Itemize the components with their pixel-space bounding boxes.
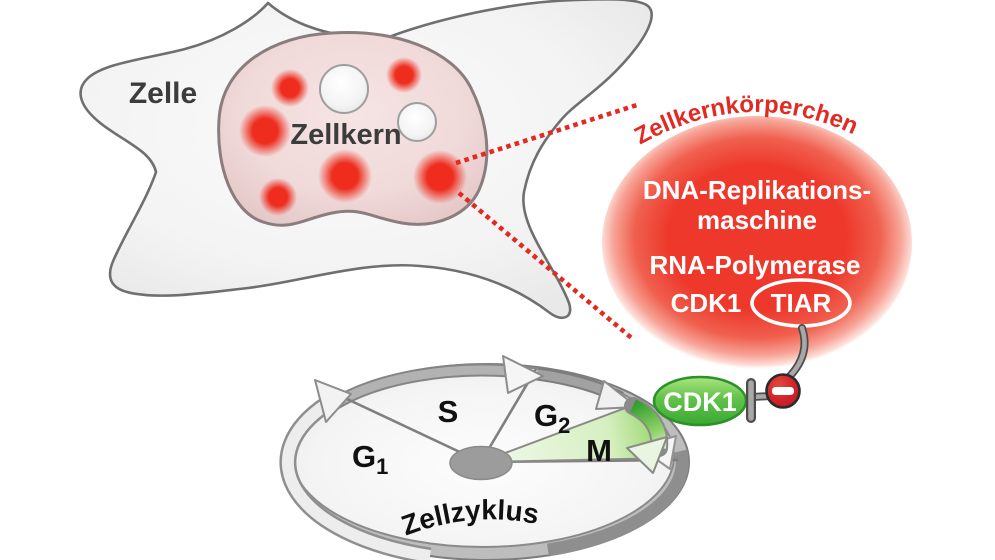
cycle-hub xyxy=(449,445,513,481)
s-rim-band xyxy=(330,365,523,409)
g1-arrowhead xyxy=(314,379,352,423)
cell-group: Zelle Zellkern xyxy=(79,0,653,320)
phase-g2-main: G xyxy=(534,398,558,433)
nucleus-label: Zellkern xyxy=(290,119,401,151)
phase-g2-label: G2 xyxy=(534,398,570,438)
nuclear-body-dot xyxy=(271,69,309,107)
nuclear-body-dot xyxy=(413,150,467,204)
signaling-group: CDK1 xyxy=(652,324,809,427)
nuclear-body-dot xyxy=(318,149,372,203)
cell-label: Zelle xyxy=(129,77,197,110)
nuclear-body-blob xyxy=(602,116,912,370)
minus-inhibition-icon xyxy=(765,373,801,409)
phase-g1-label: G1 xyxy=(352,439,388,479)
phase-g2-sub: 2 xyxy=(558,413,570,438)
m-arrowhead xyxy=(626,436,668,474)
phase-s-label: S xyxy=(438,394,459,429)
phase-g1-main: G xyxy=(352,439,376,474)
nuclear-body-dot xyxy=(386,57,422,93)
nuclear-body-group: Zellkernkörperchen DNA-Replikations- mas… xyxy=(602,91,912,370)
blob-line-cdk1: CDK1 xyxy=(671,288,742,318)
tiar-label: TIAR xyxy=(771,288,832,318)
nuclear-body-dot xyxy=(259,178,297,216)
blob-line-dna2: maschine xyxy=(697,205,817,235)
nucleolus-white-circle xyxy=(319,64,369,114)
g1-arrow-band xyxy=(281,399,431,560)
blob-line-dna1: DNA-Replikations- xyxy=(643,175,871,205)
inhibition-connector xyxy=(787,325,807,379)
blob-line-rna: RNA-Polymerase xyxy=(650,250,861,280)
s-arrowhead xyxy=(502,355,544,394)
nuclear-body-dot xyxy=(239,105,291,157)
cell-cycle-group: G1 S G2 M Zellzyklus xyxy=(279,355,690,560)
nucleolus-white-circle xyxy=(397,102,437,142)
phase-m-label: M xyxy=(586,433,612,468)
cycle-ring-dark-arc xyxy=(546,449,689,557)
phase-g1-sub: 1 xyxy=(376,454,388,479)
minus-bar xyxy=(772,387,794,395)
cdk1-oval-label: CDK1 xyxy=(663,387,737,417)
dotted-zoom-lines xyxy=(455,101,641,342)
